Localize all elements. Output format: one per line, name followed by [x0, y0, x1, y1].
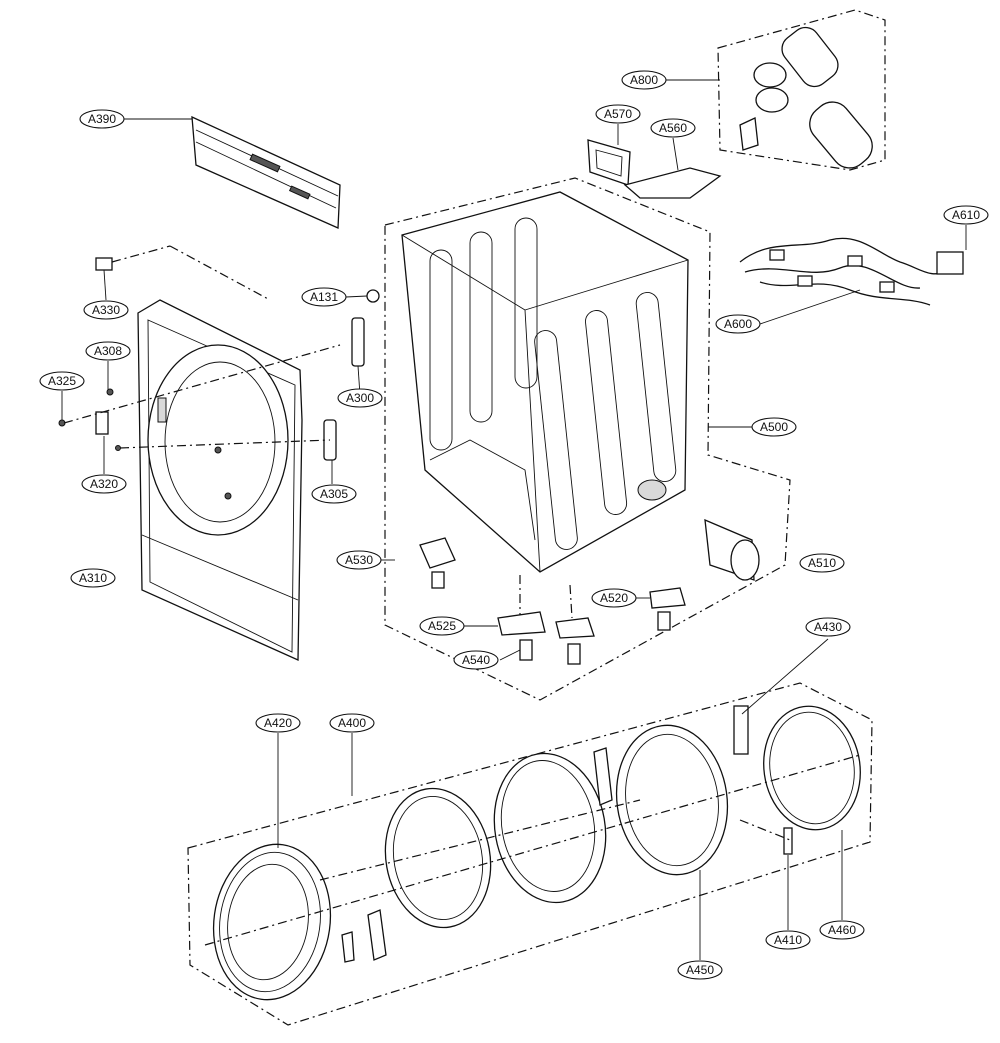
svg-text:A610: A610 [952, 208, 980, 222]
svg-text:A131: A131 [310, 290, 338, 304]
label-A530: A530 [336, 550, 382, 570]
label-A320: A320 [81, 474, 127, 494]
label-A305: A305 [311, 484, 357, 504]
label-A570: A570 [595, 104, 641, 124]
svg-text:A430: A430 [814, 620, 842, 634]
door-assembly-part [187, 682, 873, 1026]
label-A500: A500 [751, 417, 797, 437]
top-brackets [587, 139, 722, 199]
label-A540: A540 [453, 650, 499, 670]
svg-text:A510: A510 [808, 556, 836, 570]
svg-text:A400: A400 [338, 716, 366, 730]
label-A131: A131 [301, 287, 347, 307]
svg-text:A800: A800 [630, 73, 658, 87]
label-A600: A600 [715, 314, 761, 334]
svg-text:A525: A525 [428, 619, 456, 633]
svg-text:A500: A500 [760, 420, 788, 434]
svg-text:A330: A330 [92, 303, 120, 317]
label-A800: A800 [621, 70, 667, 90]
duct-kit-group [717, 9, 886, 171]
svg-text:A450: A450 [686, 963, 714, 977]
label-A300: A300 [337, 388, 383, 408]
label-A560: A560 [650, 118, 696, 138]
svg-text:A308: A308 [94, 344, 122, 358]
svg-text:A560: A560 [659, 121, 687, 135]
svg-text:A570: A570 [604, 107, 632, 121]
svg-text:A320: A320 [90, 477, 118, 491]
label-A520: A520 [591, 588, 637, 608]
leader-lines [61, 79, 967, 960]
label-A430: A430 [805, 617, 851, 637]
label-A325: A325 [39, 371, 85, 391]
callout-labels: A800 A570 A560 A390 A610 A131 A330 A600 … [39, 70, 989, 980]
label-A330: A330 [83, 300, 129, 320]
cabinet-part [384, 177, 791, 701]
label-A460: A460 [819, 920, 865, 940]
label-A420: A420 [255, 713, 301, 733]
svg-text:A460: A460 [828, 923, 856, 937]
svg-text:A600: A600 [724, 317, 752, 331]
label-A450: A450 [677, 960, 723, 980]
label-A410: A410 [765, 930, 811, 950]
label-A310: A310 [70, 568, 116, 588]
wire-harness-part [739, 237, 964, 306]
svg-text:A300: A300 [346, 391, 374, 405]
svg-text:A530: A530 [345, 553, 373, 567]
label-A308: A308 [85, 341, 131, 361]
svg-text:A305: A305 [320, 487, 348, 501]
svg-text:A310: A310 [79, 571, 107, 585]
svg-text:A540: A540 [462, 653, 490, 667]
svg-text:A390: A390 [88, 112, 116, 126]
svg-text:A325: A325 [48, 374, 76, 388]
label-A400: A400 [329, 713, 375, 733]
label-A525: A525 [419, 616, 465, 636]
label-A610: A610 [943, 205, 989, 225]
svg-text:A410: A410 [774, 933, 802, 947]
label-A510: A510 [799, 553, 845, 573]
label-A390: A390 [79, 109, 125, 129]
cabinet-small-parts [419, 518, 760, 665]
control-bracket-part [191, 115, 341, 229]
front-panel-part [137, 299, 303, 661]
front-fasteners [58, 245, 380, 461]
svg-text:A420: A420 [264, 716, 292, 730]
svg-text:A520: A520 [600, 591, 628, 605]
